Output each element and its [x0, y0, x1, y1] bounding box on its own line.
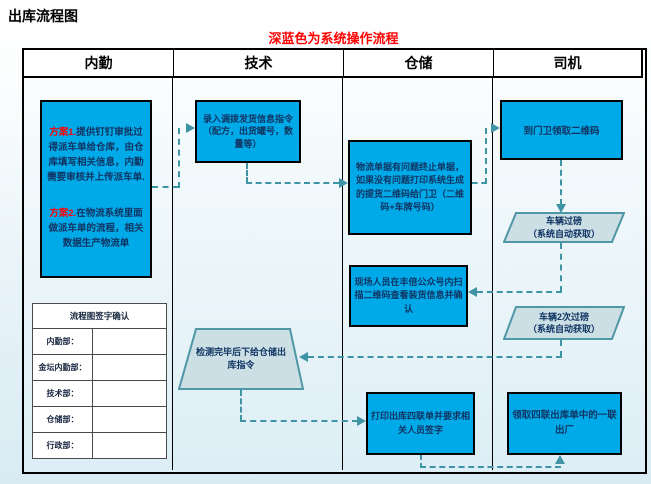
plan2-text: 在物流系统里面做派车单的流程，相关数据生产物流单	[48, 208, 144, 249]
node-weigh1-label: 车辆过磅（系统自动获取）	[527, 216, 600, 239]
node-weigh2: 车辆2次过磅（系统自动获取）	[503, 306, 625, 340]
connector-logistics-gate	[485, 128, 487, 184]
node-take-copy: 领取四联出库单中的一联出厂	[507, 392, 622, 455]
node-print-sign-label: 打印出库四联单并要求相关人员签字	[371, 411, 471, 435]
plan-gap	[46, 185, 146, 207]
signature-row-value	[92, 406, 167, 433]
connector-weigh1-scan	[477, 291, 562, 293]
node-tech-entry: 录入调拨发货信息指令（配方，出货罐号，数量等）	[195, 100, 301, 163]
node-outbound-order: 检测完毕后下给仓储出库指令	[178, 328, 304, 390]
arrow-into-logistics-icon	[339, 178, 348, 188]
node-weigh2-label: 车辆2次过磅（系统自动获取）	[527, 311, 600, 334]
signature-row-value	[92, 432, 167, 459]
node-logistics-check-label: 物流单据有问题终止单据，如果没有问题打印系统生成的提货二维码给门卫（二维码+车牌…	[355, 162, 464, 212]
connector-tech-logistics	[246, 163, 248, 183]
signature-row: 金坛内勤部：	[32, 354, 167, 381]
lane-header-row: 内勤 技术 仓储 司机	[22, 48, 643, 78]
node-scan-confirm-label: 现场人员在丰倍公众号内扫描二维码查看装货信息并确认	[354, 277, 463, 314]
trapezoid-shape	[178, 328, 304, 390]
connector-order-print	[240, 390, 242, 421]
connector-weigh1-scan	[560, 243, 562, 292]
arrow-into-order-icon	[299, 352, 308, 362]
lane-header-jishu: 技术	[174, 50, 344, 76]
arrow-into-scan-icon	[468, 287, 477, 297]
signature-row: 内勤部：	[32, 328, 167, 355]
connector-plan-tech	[152, 186, 179, 188]
signature-table-title: 流程图签字确认	[32, 303, 167, 329]
lane-header-cangchu: 仓储	[344, 50, 494, 76]
arrow-into-gate-icon	[491, 123, 500, 133]
signature-row-label: 仓储部：	[32, 406, 93, 433]
plan2-label: 方案2.	[49, 208, 77, 220]
arrow-into-weigh1-icon	[556, 204, 566, 213]
signature-row-label: 内勤部：	[32, 328, 93, 355]
connector-print-takecopy	[420, 455, 422, 468]
node-gate-qr: 到门卫领取二维码	[500, 100, 623, 160]
node-scan-confirm: 现场人员在丰倍公众号内扫描二维码查看装货信息并确认	[349, 265, 468, 327]
node-logistics-check: 物流单据有问题终止单据，如果没有问题打印系统生成的提货二维码给门卫（二维码+车牌…	[348, 140, 472, 235]
connector-weigh2-order	[308, 356, 562, 358]
signature-row-value	[92, 354, 167, 381]
connector-gate-weigh1	[560, 160, 562, 205]
node-tech-entry-label: 录入调拨发货信息指令（配方，出货罐号，数量等）	[202, 113, 293, 149]
node-outbound-order-label: 检测完毕后下给仓储出库指令	[195, 347, 286, 370]
page-subtitle: 深蓝色为系统操作流程	[268, 31, 399, 46]
plan1-label: 方案1.	[49, 127, 77, 139]
node-plan-options: 方案1.提供钉钉审批过得派车单给仓库，由仓库填写相关信息，内勤需要审核并上传派车…	[40, 100, 152, 278]
signature-row: 行政部：	[32, 432, 167, 459]
connector-plan-tech	[178, 128, 180, 188]
page-title: 出库流程图	[8, 8, 78, 24]
node-weigh1: 车辆过磅（系统自动获取）	[503, 212, 625, 243]
signature-row-label: 行政部：	[32, 432, 93, 459]
signature-row: 技术部：	[32, 380, 167, 407]
signature-row: 仓储部：	[32, 406, 167, 433]
arrow-into-takecopy-icon	[555, 455, 565, 464]
signature-row-value	[92, 328, 167, 355]
signature-row-label: 技术部：	[32, 380, 93, 407]
signature-row-value	[92, 380, 167, 407]
lane-header-neiqin: 内勤	[24, 50, 174, 76]
parallelogram-shape	[503, 306, 625, 340]
arrow-into-tech-icon	[186, 123, 195, 133]
connector-logistics-gate	[472, 182, 487, 184]
lane-divider-1	[172, 78, 173, 470]
lane-divider-3	[492, 78, 493, 470]
node-take-copy-label: 领取四联出库单中的一联出厂	[512, 410, 617, 436]
lane-header-siji: 司机	[553, 55, 582, 71]
node-gate-qr-label: 到门卫领取二维码	[523, 126, 600, 137]
signature-table: 流程图签字确认 内勤部： 金坛内勤部： 技术部： 仓储部： 行政部：	[32, 303, 167, 459]
connector-tech-logistics	[246, 182, 339, 184]
parallelogram-shape	[503, 212, 625, 243]
lane-divider-2	[342, 78, 343, 470]
signature-row-label: 金坛内勤部：	[32, 354, 93, 381]
connector-weigh2-order	[560, 340, 562, 357]
plan1-text: 提供钉钉审批过得派车单给仓库，由仓库填写相关信息，内勤需要审核并上传派车单.	[47, 127, 145, 183]
connector-print-takecopy	[420, 466, 561, 468]
connector-order-print	[240, 420, 358, 422]
node-print-sign: 打印出库四联单并要求相关人员签字	[366, 392, 475, 455]
arrow-into-print-icon	[357, 416, 366, 426]
